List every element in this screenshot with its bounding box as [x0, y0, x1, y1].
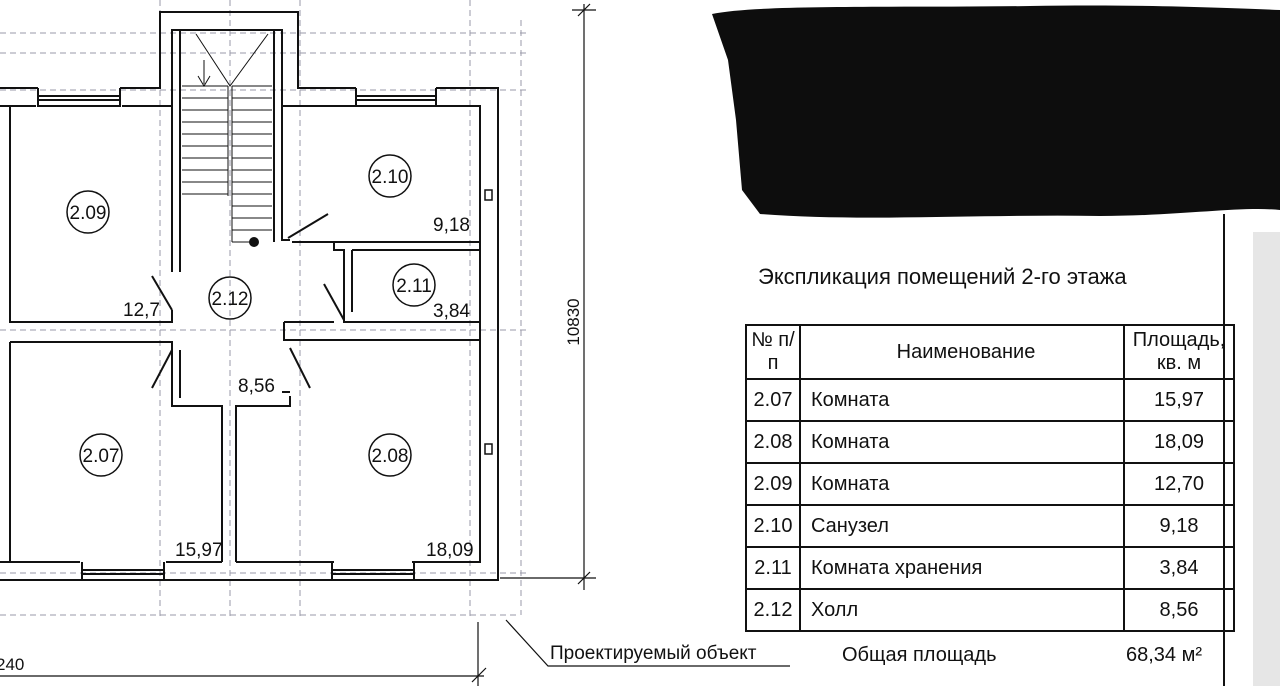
room-area-211: 3,84	[433, 301, 470, 322]
stairs	[182, 33, 272, 243]
row-area: 3,84	[1123, 546, 1235, 590]
header-num: № п/п	[745, 324, 801, 380]
doors	[151, 213, 345, 389]
room-area-212: 8,56	[238, 376, 275, 397]
total-area-label: Общая площадь	[842, 644, 997, 666]
room-area-207: 15,97	[175, 540, 223, 561]
row-num: 2.10	[745, 504, 801, 548]
row-area: 18,09	[1123, 420, 1235, 464]
row-name: Комната	[799, 378, 1125, 422]
walls	[0, 11, 499, 581]
dimension-line	[500, 3, 596, 590]
row-num: 2.07	[745, 378, 801, 422]
room-id-211: 2.11	[396, 276, 432, 297]
row-name: Комната хранения	[799, 546, 1125, 590]
table-row: 2.08 Комната 18,09	[745, 420, 1235, 464]
stair-start-dot	[249, 237, 259, 247]
table-header-row: № п/п Наименование Площадь, кв. м	[745, 324, 1235, 380]
row-num: 2.12	[745, 588, 801, 632]
row-name: Холл	[799, 588, 1125, 632]
row-area: 12,70	[1123, 462, 1235, 506]
projected-object-label: Проектируемый объект	[550, 643, 757, 664]
row-num: 2.11	[745, 546, 801, 590]
row-area: 15,97	[1123, 378, 1235, 422]
table-row: 2.07 Комната 15,97	[745, 378, 1235, 422]
axis-lines	[0, 0, 530, 620]
vent-marks	[484, 189, 493, 455]
room-markers	[66, 154, 436, 477]
header-name: Наименование	[799, 324, 1125, 380]
partial-dimension: 240	[0, 655, 24, 674]
row-name: Комната	[799, 462, 1125, 506]
room-id-210: 2.10	[372, 167, 409, 188]
row-area: 8,56	[1123, 588, 1235, 632]
row-area: 9,18	[1123, 504, 1235, 548]
page-edge	[1253, 232, 1280, 686]
explication-table: № п/п Наименование Площадь, кв. м 2.07 К…	[745, 324, 1235, 632]
table-row: 2.09 Комната 12,70	[745, 462, 1235, 506]
bottom-dimension-line	[0, 622, 487, 686]
room-id-208: 2.08	[372, 446, 409, 467]
row-name: Санузел	[799, 504, 1125, 548]
row-num: 2.09	[745, 462, 801, 506]
room-area-209: 12,7	[123, 300, 160, 321]
room-area-208: 18,09	[426, 540, 474, 561]
overall-dimension: 10830	[564, 298, 583, 345]
room-id-207: 2.07	[83, 446, 120, 467]
header-area: Площадь, кв. м	[1123, 324, 1235, 380]
room-id-212: 2.12	[212, 289, 249, 310]
total-area-value: 68,34 м²	[1126, 644, 1203, 666]
leader-line	[505, 619, 790, 667]
room-area-210: 9,18	[433, 215, 470, 236]
room-id-209: 2.09	[70, 203, 107, 224]
row-num: 2.08	[745, 420, 801, 464]
redaction-mark	[712, 5, 1280, 218]
table-row: 2.11 Комната хранения 3,84	[745, 546, 1235, 590]
table-row: 2.12 Холл 8,56	[745, 588, 1235, 632]
table-row: 2.10 Санузел 9,18	[745, 504, 1235, 548]
explication-title: Экспликация помещений 2-го этажа	[758, 264, 1127, 289]
row-name: Комната	[799, 420, 1125, 464]
